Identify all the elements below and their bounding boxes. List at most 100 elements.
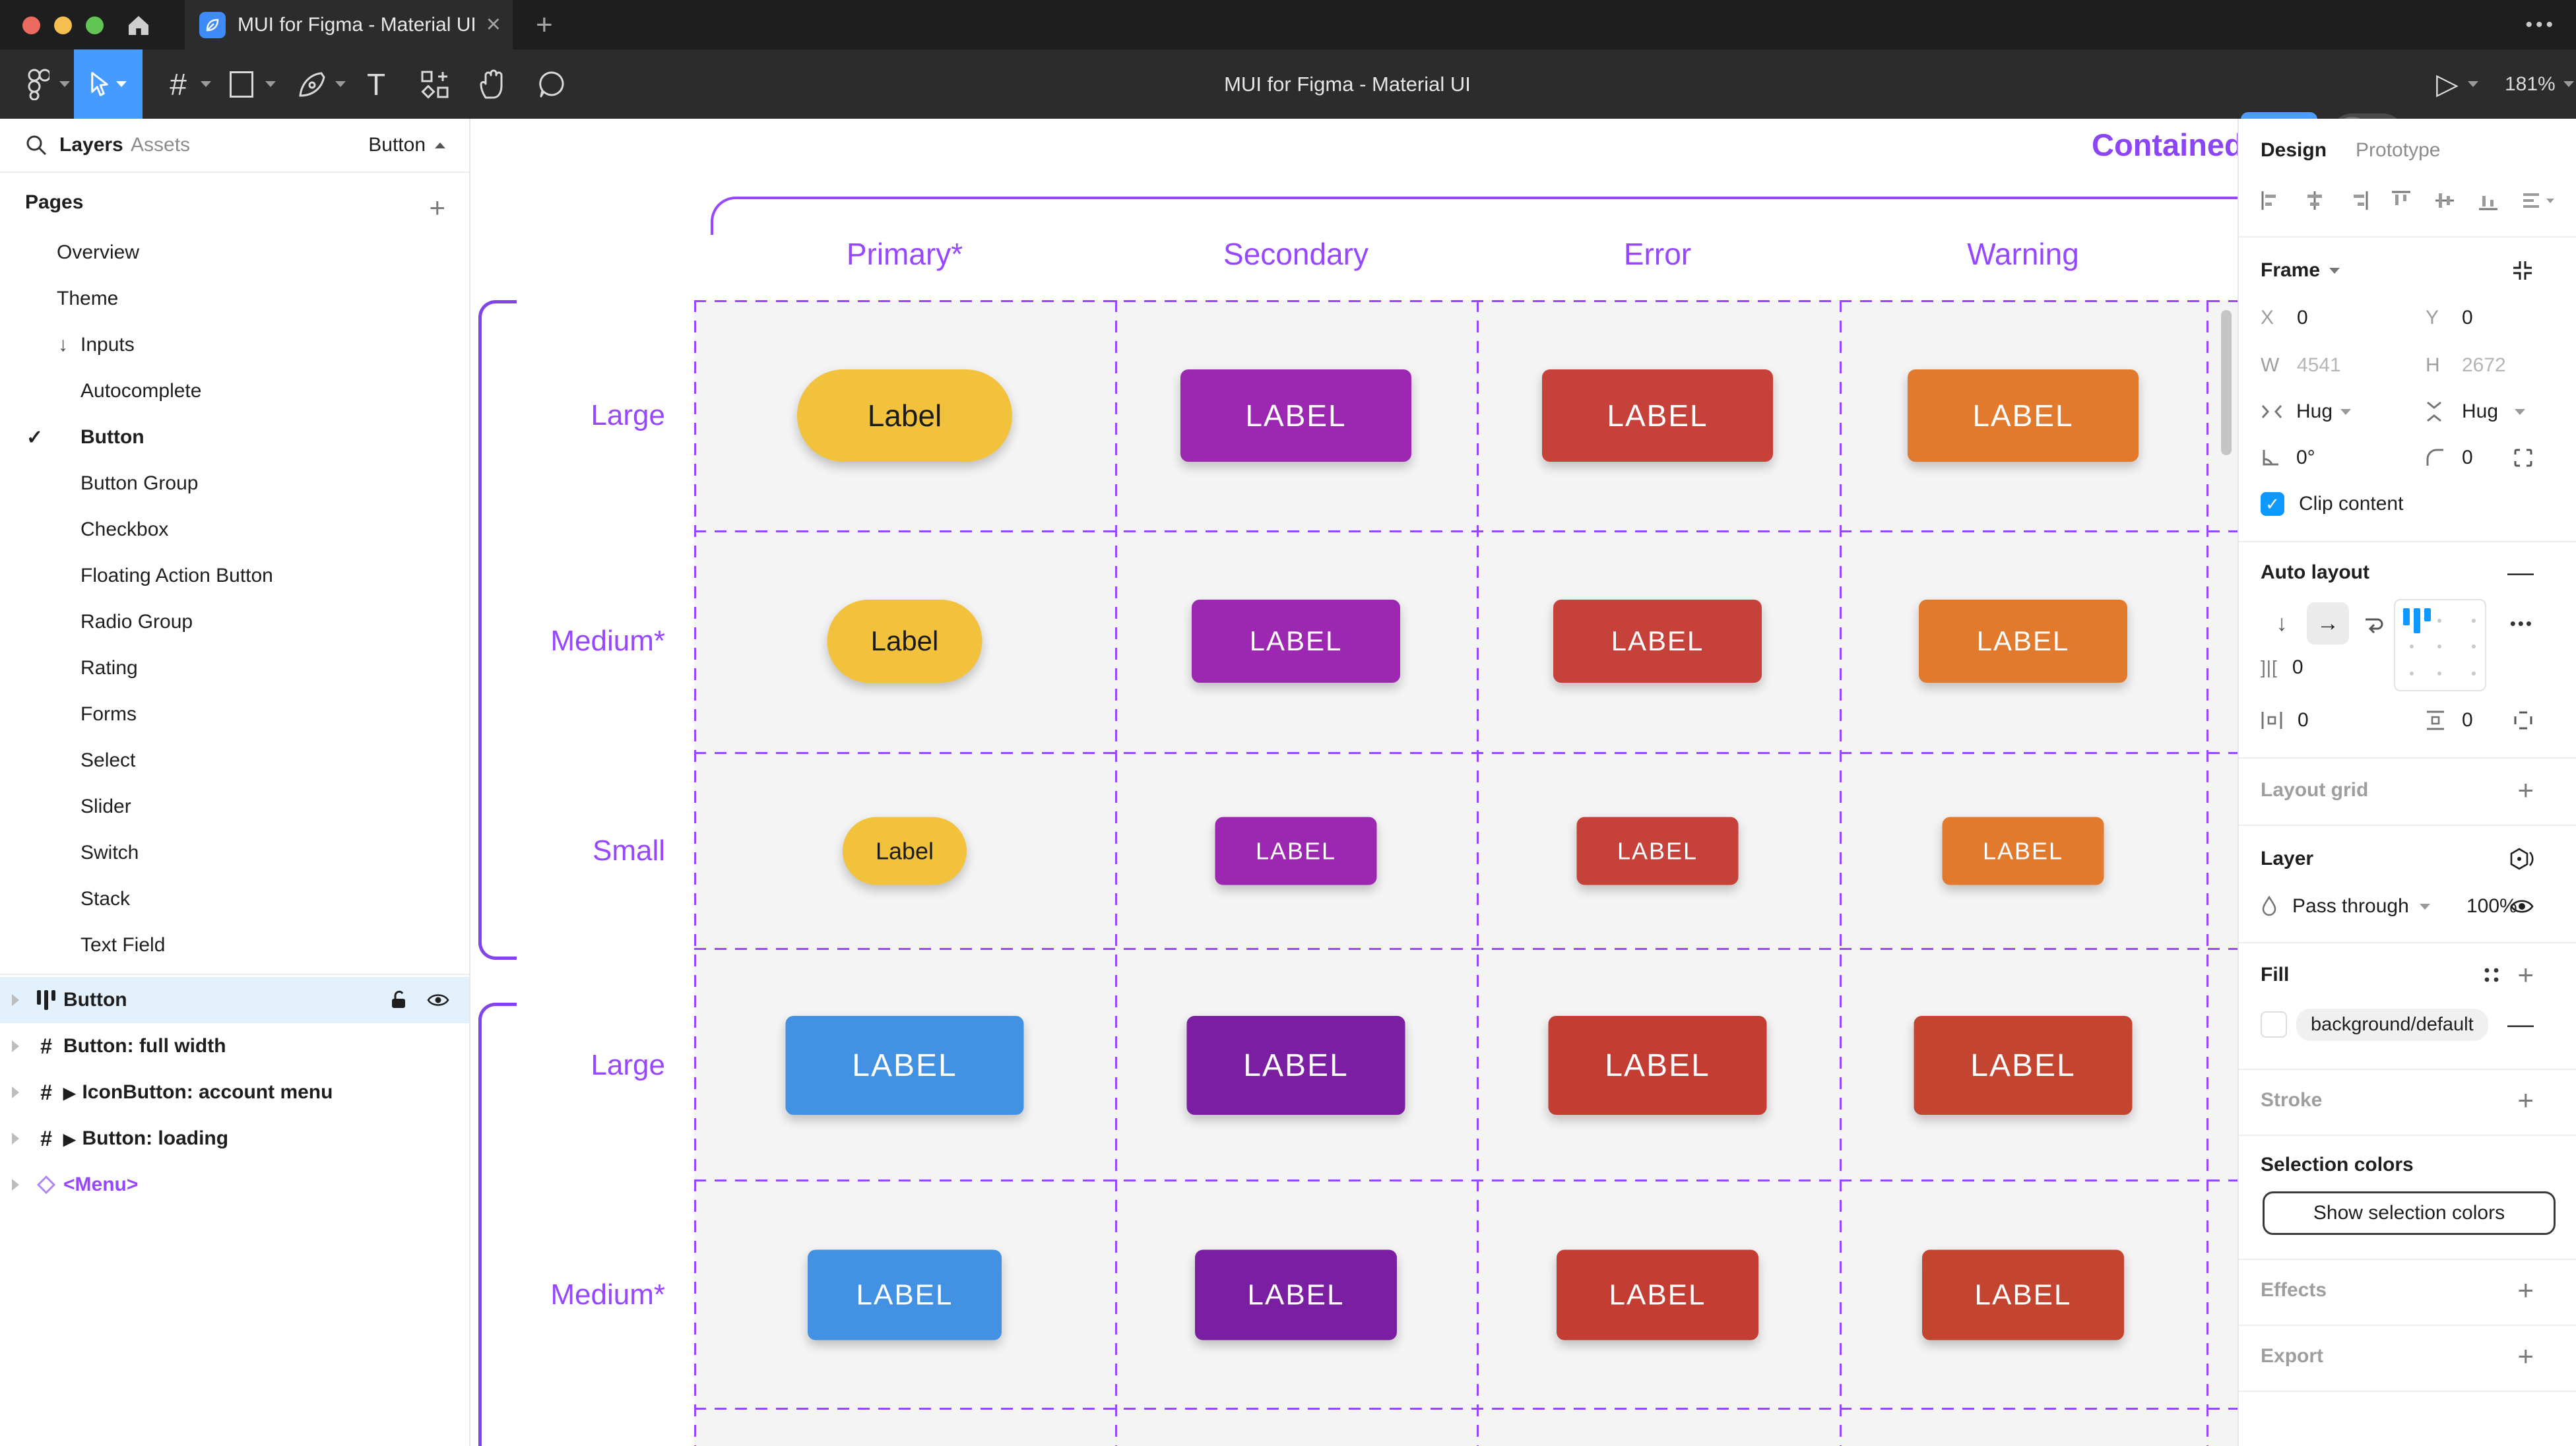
rotation-input[interactable]: 0° <box>2296 447 2315 468</box>
unlock-icon[interactable] <box>390 990 408 1011</box>
width-input[interactable]: 4541 <box>2297 354 2341 376</box>
remove-fill-button[interactable]: — <box>2507 1009 2534 1039</box>
horizontal-padding-input[interactable]: 0 <box>2298 709 2309 731</box>
window-minimize-button[interactable] <box>54 16 72 34</box>
tab-prototype[interactable]: Prototype <box>2356 139 2441 161</box>
align-bottom-icon[interactable] <box>2478 190 2499 211</box>
align-left-icon[interactable] <box>2261 190 2282 211</box>
page-item-select[interactable]: Select <box>80 749 136 771</box>
frame-title-contained[interactable]: Contained <box>2092 127 2238 162</box>
add-export-button[interactable]: + <box>2517 1340 2534 1371</box>
layer-row-iconbutton-account-menu[interactable]: # ▶IconButton: account menu <box>0 1069 469 1116</box>
gap-input[interactable]: 0 <box>2292 656 2303 678</box>
tab-close-icon[interactable]: × <box>486 11 501 38</box>
align-top-icon[interactable] <box>2391 190 2412 211</box>
corner-radius-input[interactable]: 0 <box>2462 447 2473 468</box>
canvas-button-secondary-medium-alt[interactable]: LABEL <box>1195 1249 1397 1340</box>
frame-tool-chevron-icon[interactable] <box>198 49 214 119</box>
add-effect-button[interactable]: + <box>2517 1274 2534 1305</box>
canvas-button-warning-small[interactable]: LABEL <box>1942 817 2104 885</box>
page-item-stack[interactable]: Stack <box>80 888 131 910</box>
canvas-vertical-scrollbar[interactable] <box>2221 310 2232 455</box>
main-menu-figma-icon[interactable] <box>20 49 57 119</box>
styles-icon[interactable] <box>2483 966 2500 984</box>
move-tool-button[interactable] <box>74 49 143 119</box>
layer-row-button-loading[interactable]: # ▶Button: loading <box>0 1116 469 1162</box>
page-selector-dropdown[interactable]: Button <box>368 119 445 172</box>
canvas-button-primary-small[interactable]: Label <box>843 817 967 885</box>
layer-row-menu-component[interactable]: <Menu> <box>0 1162 469 1208</box>
canvas-button-secondary-medium[interactable]: LABEL <box>1192 600 1400 683</box>
hand-tool-button[interactable] <box>471 49 513 119</box>
page-item-button-selected[interactable]: ✓Button <box>26 426 145 449</box>
auto-layout-more-icon[interactable]: ••• <box>2509 613 2534 633</box>
page-item-theme[interactable]: Theme <box>57 288 119 309</box>
hug-vertical-select[interactable]: Hug <box>2462 400 2499 422</box>
add-page-button[interactable]: + <box>429 192 445 223</box>
page-item-checkbox[interactable]: Checkbox <box>80 519 169 540</box>
page-item-autocomplete[interactable]: Autocomplete <box>80 380 202 402</box>
align-vertical-center-icon[interactable] <box>2434 190 2455 211</box>
y-input[interactable]: 0 <box>2462 307 2473 329</box>
blend-mode-select[interactable]: Pass through <box>2292 895 2409 917</box>
collapse-frame-icon[interactable] <box>2511 259 2534 282</box>
layer-row-button-full-width[interactable]: # Button: full width <box>0 1023 469 1069</box>
canvas-button-error-medium[interactable]: LABEL <box>1553 600 1762 683</box>
components-tool-button[interactable] <box>413 49 457 119</box>
individual-padding-icon[interactable] <box>2513 710 2534 731</box>
pen-tool-chevron-icon[interactable] <box>333 49 348 119</box>
canvas-button-primary-large-alt[interactable]: LABEL <box>785 1016 1024 1115</box>
x-input[interactable]: 0 <box>2297 307 2308 329</box>
auto-layout-alignment-widget[interactable] <box>2394 599 2486 691</box>
canvas-button-warning-large-alt[interactable]: LABEL <box>1914 1016 2133 1115</box>
home-icon[interactable] <box>125 12 152 38</box>
align-horizontal-center-icon[interactable] <box>2304 190 2325 211</box>
canvas-button-primary-medium-alt[interactable]: LABEL <box>808 1249 1002 1340</box>
canvas-button-error-large-alt[interactable]: LABEL <box>1548 1016 1767 1115</box>
auto-layout-vertical-button[interactable]: ↓ <box>2276 610 2288 636</box>
canvas-button-error-medium-alt[interactable]: LABEL <box>1557 1249 1758 1340</box>
design-canvas[interactable]: Contained Primary* Secondary Error Warni… <box>470 119 2238 1446</box>
present-button[interactable]: ▷ <box>2436 49 2478 119</box>
page-item-overview[interactable]: Overview <box>57 241 140 263</box>
frame-tool-button[interactable]: # <box>170 67 187 102</box>
page-item-rating[interactable]: Rating <box>80 657 138 679</box>
page-item-slider[interactable]: Slider <box>80 796 131 817</box>
auto-layout-wrap-button[interactable] <box>2353 602 2395 644</box>
visibility-eye-icon[interactable] <box>427 992 449 1008</box>
canvas-button-secondary-small[interactable]: LABEL <box>1215 817 1377 885</box>
frame-section-header[interactable]: Frame <box>2261 259 2321 281</box>
tab-design[interactable]: Design <box>2261 139 2327 161</box>
canvas-button-error-small[interactable]: LABEL <box>1576 817 1739 885</box>
auto-layout-horizontal-button-selected[interactable]: → <box>2307 602 2349 644</box>
new-tab-button[interactable]: + <box>536 8 553 41</box>
distribute-menu-icon[interactable] <box>2521 191 2554 210</box>
page-item-floating-action-button[interactable]: Floating Action Button <box>80 565 273 586</box>
page-item-radio-group[interactable]: Radio Group <box>80 611 193 633</box>
page-item-inputs[interactable]: ↓Inputs <box>58 334 135 356</box>
canvas-button-error-large[interactable]: LABEL <box>1542 369 1773 462</box>
canvas-button-primary-large[interactable]: Label <box>797 369 1012 462</box>
comment-tool-button[interactable] <box>531 49 573 119</box>
canvas-button-primary-medium[interactable]: Label <box>827 600 982 683</box>
window-more-icon[interactable]: ••• <box>2525 13 2556 36</box>
add-stroke-button[interactable]: + <box>2517 1084 2534 1116</box>
main-menu-chevron-icon[interactable] <box>57 49 73 119</box>
page-item-text-field[interactable]: Text Field <box>80 934 166 956</box>
vertical-padding-input[interactable]: 0 <box>2462 709 2473 731</box>
tab-assets[interactable]: Assets <box>131 134 191 156</box>
tab-layers[interactable]: Layers <box>59 134 123 156</box>
canvas-button-secondary-large-alt[interactable]: LABEL <box>1186 1016 1405 1115</box>
canvas-button-warning-medium-alt[interactable]: LABEL <box>1922 1249 2124 1340</box>
show-selection-colors-button[interactable]: Show selection colors <box>2263 1191 2556 1235</box>
text-tool-button[interactable]: T <box>366 67 386 102</box>
blend-mode-icon[interactable] <box>2510 848 2534 870</box>
shape-tool-button[interactable] <box>222 49 261 119</box>
pen-tool-button[interactable] <box>290 49 333 119</box>
search-icon[interactable] <box>25 119 48 172</box>
add-layout-grid-button[interactable]: + <box>2517 774 2534 805</box>
independent-corners-icon[interactable] <box>2513 447 2534 468</box>
canvas-button-warning-medium[interactable]: LABEL <box>1919 600 2127 683</box>
layer-visibility-eye-icon[interactable] <box>2510 898 2534 915</box>
add-fill-button[interactable]: + <box>2517 959 2534 990</box>
